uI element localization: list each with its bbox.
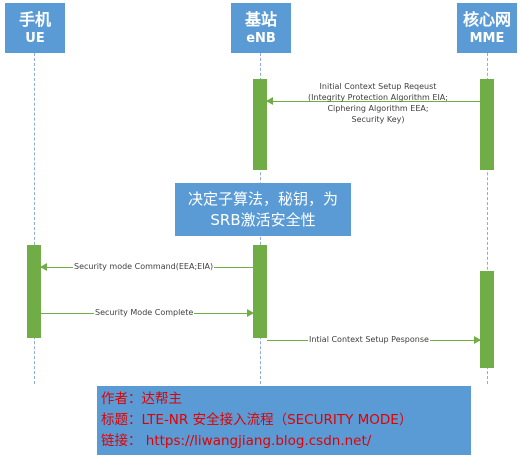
activation-enb-1 xyxy=(253,79,267,170)
message-label-line: Initial Context Setup Reqeust xyxy=(319,82,437,91)
credit-box: 作者：达帮主 标题：LTE-NR 安全接入流程（SECURITY MODE） 链… xyxy=(97,386,471,455)
entity-mme: 核心网 MME xyxy=(457,3,517,53)
activation-mme-2 xyxy=(480,271,494,368)
activation-ue-1 xyxy=(27,245,41,338)
decision-line-1: 决定子算法，秘钥，为 xyxy=(187,189,338,208)
message-label-initial-context-setup-request: Initial Context Setup Reqeust (Integrity… xyxy=(296,81,460,125)
message-label-initial-context-setup-response: Intial Context Setup Pesponse xyxy=(308,335,430,346)
credit-title: 标题：LTE-NR 安全接入流程（SECURITY MODE） xyxy=(101,412,413,428)
lifeline-ue xyxy=(34,53,35,384)
message-label-security-mode-complete: Security Mode Complete xyxy=(94,308,195,319)
entity-enb-name-en: eNB xyxy=(246,30,276,46)
entity-enb: 基站 eNB xyxy=(231,3,291,53)
entity-enb-name-zh: 基站 xyxy=(244,9,277,29)
message-label-line: (Integrity Protection Algorithm EIA; xyxy=(308,93,448,102)
message-label-line: Security Key) xyxy=(351,115,405,124)
activation-enb-2 xyxy=(253,245,267,338)
decision-line-2: SRB激活安全性 xyxy=(210,210,316,229)
lifeline-mme xyxy=(487,53,488,384)
entity-ue-name-zh: 手机 xyxy=(18,9,51,29)
entity-mme-name-zh: 核心网 xyxy=(462,9,511,29)
credit-link: 链接： https://liwangjiang.blog.csdn.net/ xyxy=(101,433,372,449)
entity-mme-name-en: MME xyxy=(469,30,505,46)
message-arrow-initial-context-setup-request xyxy=(266,97,480,105)
activation-mme-1 xyxy=(480,79,494,170)
credit-author: 作者：达帮主 xyxy=(101,391,182,407)
decision-box: 决定子算法，秘钥，为 SRB激活安全性 xyxy=(175,183,351,236)
message-label-security-mode-command: Security mode Command(EEA;EIA) xyxy=(73,262,215,273)
entity-ue: 手机 UE xyxy=(5,3,65,53)
message-label-line: Ciphering Algorithm EEA; xyxy=(327,104,429,113)
entity-ue-name-en: UE xyxy=(25,30,45,46)
